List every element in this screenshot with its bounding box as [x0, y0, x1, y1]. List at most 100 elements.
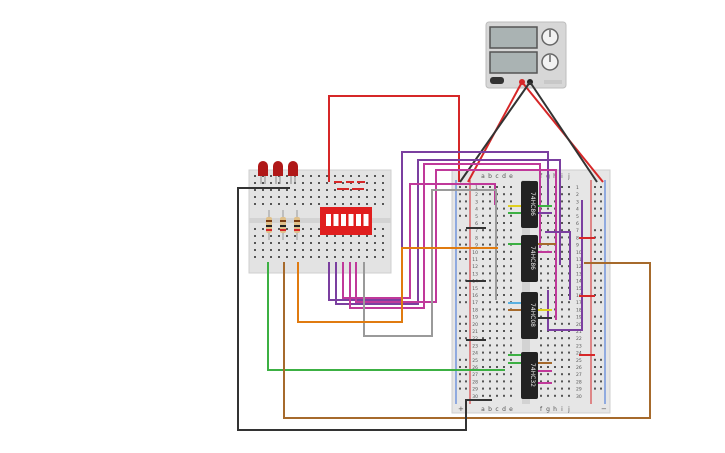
row-number: 24: [576, 351, 582, 357]
leds[interactable]: [258, 161, 298, 184]
row-number: 7: [475, 228, 478, 234]
row-number: 25: [576, 358, 582, 364]
row-number: 19: [576, 315, 582, 321]
wire-black-gnd: [237, 187, 492, 431]
row-number: 10: [576, 250, 582, 256]
column-label: e: [509, 173, 513, 180]
row-number: 10: [472, 250, 478, 256]
row-number: 12: [472, 264, 478, 270]
column-label: j: [567, 173, 570, 180]
row-number: 1: [576, 185, 579, 191]
row-number: 20: [576, 322, 582, 328]
dip-toggle[interactable]: [348, 214, 354, 226]
row-number: 2: [576, 192, 579, 198]
led-3-icon: [288, 161, 298, 184]
wire-magenta-1: [342, 183, 496, 299]
row-number: 26: [576, 365, 582, 371]
wire-purple-2: [335, 159, 561, 305]
row-number: 15: [472, 286, 478, 292]
red-markers: [334, 181, 365, 190]
resistor-1-icon: [266, 210, 272, 240]
column-label: i: [561, 173, 563, 180]
wire-brown: [283, 262, 651, 419]
column-label: a: [481, 406, 485, 413]
resistor-3-icon: [294, 210, 300, 240]
column-label: i: [561, 406, 563, 413]
row-number: 7: [576, 228, 579, 234]
row-number: 16: [472, 293, 478, 299]
row-number: 14: [576, 279, 582, 285]
row-number: 2: [475, 192, 478, 198]
row-number: 6: [576, 221, 579, 227]
wire-orange: [297, 247, 498, 323]
row-number: 21: [472, 329, 478, 335]
chip-label-2: 74HC86: [529, 246, 536, 270]
voltage-display: [489, 26, 538, 49]
power-supply[interactable]: [485, 21, 567, 89]
column-label: d: [502, 406, 506, 413]
row-number: 6: [475, 221, 478, 227]
row-number: 26: [472, 365, 478, 371]
row-number: 11: [576, 257, 582, 263]
dip-toggle[interactable]: [326, 214, 331, 226]
column-label: f: [540, 173, 543, 180]
row-number: 16: [576, 293, 582, 299]
row-number: 28: [472, 379, 478, 385]
row-number: 12: [576, 264, 582, 270]
column-label: a: [481, 173, 485, 180]
column-label: d: [502, 173, 506, 180]
resistors[interactable]: [266, 210, 300, 240]
row-number: 27: [576, 372, 582, 378]
dip-toggle[interactable]: [341, 214, 346, 226]
dip-switch[interactable]: [320, 207, 372, 235]
row-number: 9: [576, 243, 579, 249]
row-number: 1: [475, 185, 478, 191]
chip-label-3: 74HC08: [529, 303, 536, 327]
row-number: 20: [472, 322, 478, 328]
column-label: c: [495, 173, 498, 180]
chip-label-4: 74HC32: [529, 363, 536, 387]
row-number: 5: [475, 214, 478, 220]
wires[interactable]: [237, 81, 651, 431]
row-number: 18: [472, 307, 478, 313]
row-number: 15: [576, 286, 582, 292]
chip-3: 74HC08: [521, 292, 538, 339]
wire-green: [267, 262, 505, 371]
row-number: 3: [475, 199, 478, 205]
column-label: b: [488, 173, 492, 180]
row-number: 18: [576, 307, 582, 313]
ic-chips[interactable]: 74HC86 74HC86 74HC08 74HC32: [521, 181, 538, 399]
power-toggle[interactable]: [490, 77, 504, 84]
current-display: [489, 51, 538, 74]
dip-toggle[interactable]: [333, 214, 339, 226]
small-breadboard-holes: [254, 175, 384, 258]
row-number: 23: [576, 343, 582, 349]
column-label: g: [546, 406, 550, 413]
chip-1: 74HC86: [521, 181, 538, 228]
row-number: 5: [576, 214, 579, 220]
row-number: 19: [472, 315, 478, 321]
dip-toggle[interactable]: [356, 214, 361, 226]
chip-label-1: 74HC86: [529, 192, 536, 216]
row-number: 27: [472, 372, 478, 378]
row-number: 4: [475, 207, 478, 213]
row-number: 25: [472, 358, 478, 364]
row-number: 30: [576, 394, 582, 400]
row-number: 17: [472, 300, 478, 306]
rail-plus-label: +: [458, 405, 464, 413]
chip-2: 74HC86: [521, 235, 538, 282]
row-number: 17: [576, 300, 582, 306]
led-1-icon: [258, 161, 268, 184]
row-number: 9: [475, 243, 478, 249]
column-label: c: [495, 406, 498, 413]
resistor-2-icon: [280, 210, 286, 240]
wire-gray: [363, 189, 497, 337]
row-number: 28: [576, 379, 582, 385]
dip-toggles[interactable]: [326, 214, 369, 226]
row-number: 22: [576, 336, 582, 342]
dip-toggle[interactable]: [363, 214, 369, 226]
rail-minus-label: −: [601, 405, 607, 413]
